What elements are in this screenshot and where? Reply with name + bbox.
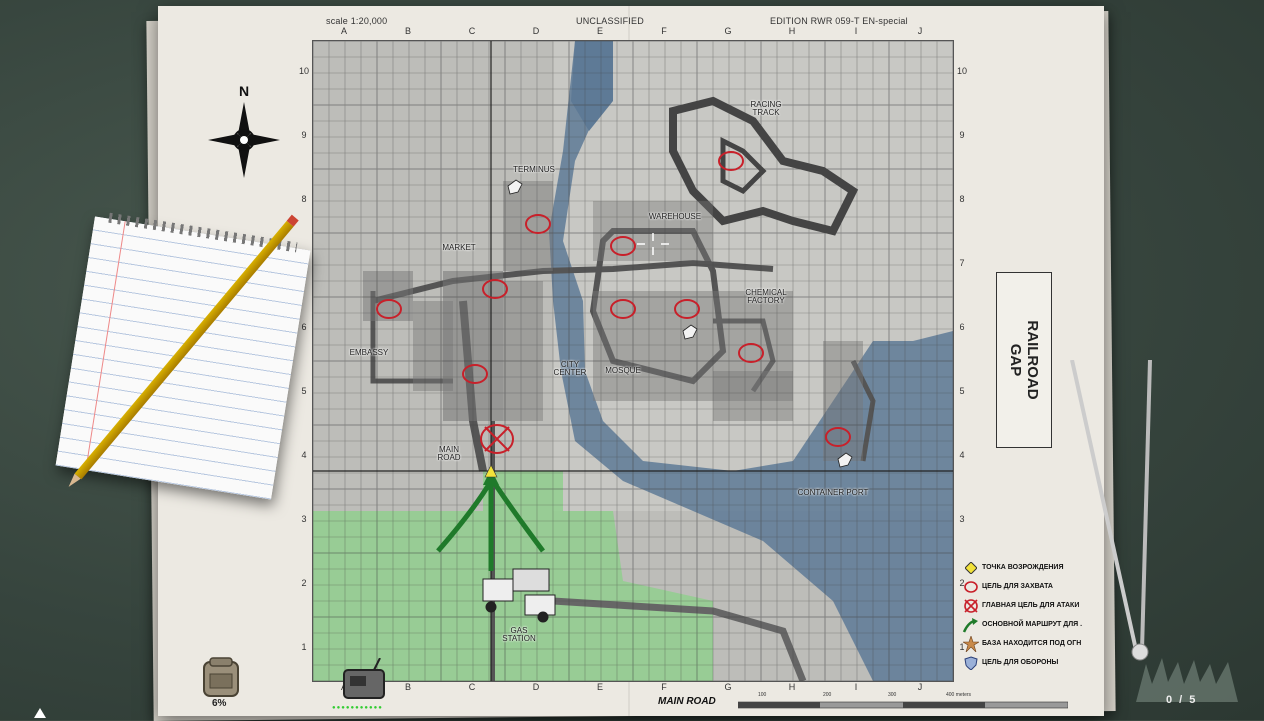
grid-column-label: G <box>724 26 732 36</box>
grid-column-label: D <box>532 26 540 36</box>
capture-target-icon <box>964 580 978 593</box>
place-mosque: MOSQUE <box>605 366 641 375</box>
main-route-arrow-icon <box>962 617 978 633</box>
bottom-road-label: MAIN ROAD <box>658 696 716 707</box>
grid-column-label: A <box>340 26 347 36</box>
grid-row-label: 2 <box>959 578 965 588</box>
compass-rose-icon: N <box>208 83 280 178</box>
scale-tick-label: 100 <box>758 692 767 698</box>
legend-item: ТОЧКА ВОЗРОЖДЕНИЯ <box>960 558 1106 577</box>
grid-row-label: 4 <box>959 450 965 460</box>
legend-item: ЦЕЛЬ ДЛЯ ОБОРОНЫ <box>960 653 1106 672</box>
grid-column-label: E <box>596 682 603 692</box>
grid-row-label: 5 <box>301 386 307 396</box>
grid-column-label: H <box>788 682 796 692</box>
main-attack-target-icon <box>964 598 978 613</box>
spawn-point-icon <box>965 561 977 574</box>
grid-row-label: 8 <box>301 194 307 204</box>
grid-row-label: 4 <box>301 450 307 460</box>
map-scale: scale 1:20,000 <box>326 16 388 26</box>
legend-item: ОСНОВНОЙ МАРШРУТ ДЛЯ . <box>960 615 1106 634</box>
scale-tick-label: 400 meters <box>946 692 972 698</box>
map-legend: ТОЧКА ВОЗРОЖДЕНИЯ ЦЕЛЬ ДЛЯ ЗАХВАТА ГЛАВН… <box>960 558 1106 672</box>
faction-emblem-icon <box>1136 658 1238 702</box>
grid-column-label: C <box>468 682 476 692</box>
capture-percent: 6% <box>212 698 227 709</box>
grid-column-label: I <box>854 682 858 692</box>
drafting-compass-icon <box>1070 360 1152 661</box>
tactical-map[interactable]: RACING TRACK TERMINUS WAREHOUSE MARKET C… <box>312 40 954 682</box>
place-terminus: TERMINUS <box>513 165 555 174</box>
grid-row-label: 3 <box>959 514 965 524</box>
grid-row-label: 7 <box>959 258 965 268</box>
grid-column-label: G <box>724 682 732 692</box>
grid-column-label: F <box>661 682 667 692</box>
objective-counter: 0 / 5 <box>1166 694 1198 706</box>
place-warehouse: WAREHOUSE <box>648 212 702 221</box>
grid-column-label: C <box>468 26 476 36</box>
place-embassy: EMBASSY <box>349 348 389 357</box>
map-classification: UNCLASSIFIED <box>576 16 644 26</box>
grid-row-label: 9 <box>301 130 307 140</box>
mouse-cursor-icon <box>34 708 46 718</box>
map-terrain <box>313 41 953 681</box>
compass-north-label: N <box>239 83 249 99</box>
scale-ruler <box>738 701 1068 709</box>
grid-row-label: 9 <box>959 130 965 140</box>
grid-column-label: B <box>404 682 411 692</box>
grid-row-label: 1 <box>301 642 307 652</box>
grid-column-label: E <box>596 26 603 36</box>
place-racing-track: RACING TRACK <box>750 100 782 117</box>
scale-tick-label: 200 <box>823 692 832 698</box>
place-city-center: CITY CENTER <box>553 360 587 377</box>
bottom-scale-bar: MAIN ROAD 100 200 300 400 meters <box>658 692 1068 710</box>
legend-label: ГЛАВНАЯ ЦЕЛЬ ДЛЯ АТАКИ <box>982 602 1080 609</box>
legend-label: БАЗА НАХОДИТСЯ ПОД ОГН <box>982 640 1082 647</box>
grid-row-label: 5 <box>959 386 965 396</box>
place-chemical-factory: CHEMICAL FACTORY <box>745 288 787 305</box>
place-market: MARKET <box>442 243 476 252</box>
place-main-road: MAIN ROAD <box>437 445 461 462</box>
grid-row-label: 8 <box>959 194 965 204</box>
grid-column-label: B <box>404 26 411 36</box>
radio-icon <box>343 658 385 699</box>
grid-column-label: D <box>532 682 540 692</box>
base-under-fire-icon <box>963 635 979 652</box>
railroad-gap-line2: GAP <box>1007 343 1024 377</box>
grid-row-label: 1 <box>959 642 965 652</box>
grid-row-label: 10 <box>298 66 309 76</box>
grid-row-label: 6 <box>301 322 307 332</box>
map-edition: EDITION RWR 059-T EN-special <box>770 16 908 26</box>
defense-target-icon <box>964 655 978 670</box>
legend-label: ЦЕЛЬ ДЛЯ ОБОРОНЫ <box>982 659 1059 666</box>
legend-item: ГЛАВНАЯ ЦЕЛЬ ДЛЯ АТАКИ <box>960 596 1106 615</box>
legend-item: БАЗА НАХОДИТСЯ ПОД ОГН <box>960 634 1106 653</box>
legend-item: ЦЕЛЬ ДЛЯ ЗАХВАТА <box>960 577 1106 596</box>
radio-signal-dots: ●●●●●●●●●●● <box>332 705 383 711</box>
legend-label: ТОЧКА ВОЗРОЖДЕНИЯ <box>982 564 1064 571</box>
grid-column-label: H <box>788 26 796 36</box>
grid-column-label: I <box>854 26 858 36</box>
legend-label: ЦЕЛЬ ДЛЯ ЗАХВАТА <box>982 583 1053 590</box>
grid-row-label: 3 <box>301 514 307 524</box>
grid-row-label: 6 <box>959 322 965 332</box>
grid-column-label: F <box>661 26 667 36</box>
grid-column-label: J <box>917 682 923 692</box>
place-gas-station: GAS STATION <box>502 626 536 643</box>
railroad-gap-line1: RAILROAD <box>1024 320 1041 400</box>
grid-row-label: 10 <box>956 66 967 76</box>
grid-column-label: J <box>917 26 923 36</box>
backpack-icon <box>203 657 239 697</box>
legend-label: ОСНОВНОЙ МАРШРУТ ДЛЯ . <box>982 621 1083 628</box>
scale-tick-label: 300 <box>888 692 897 698</box>
grid-row-label: 2 <box>301 578 307 588</box>
place-container-port: CONTAINER PORT <box>797 488 869 497</box>
